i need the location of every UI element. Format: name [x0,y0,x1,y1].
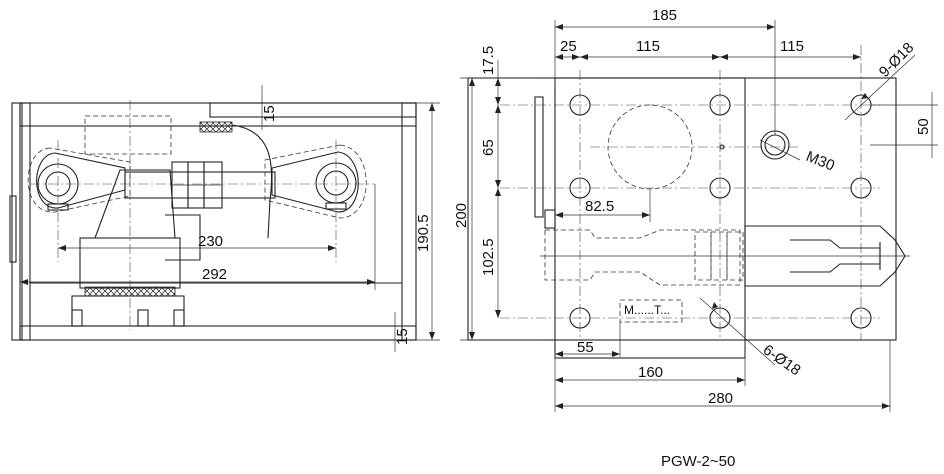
left-link-hidden [27,147,131,213]
hidden-rod-assembly [540,229,910,286]
mounting-holes [569,94,872,329]
right-side-wall [401,102,417,341]
dim-115-mid: 115 [636,38,660,55]
dim-15-bottom: 15 [394,328,411,345]
cable [231,124,273,239]
dim-55: 55 [577,339,594,356]
load-cell-base [71,295,185,327]
left-link [36,152,126,209]
left-side-wall [19,102,31,341]
left-side-tab [9,195,17,263]
dim-17-5: 17.5 [480,46,497,75]
dim-15-top: 15 [261,105,278,122]
dim-115-right: 115 [780,38,804,55]
label-9-holes: 9-Ø18 [876,39,918,81]
dim-200: 200 [453,203,470,228]
dim-280: 280 [708,390,733,407]
left-end-block [11,102,23,341]
model-caption: PGW-2~50 [661,453,735,470]
plan-link [744,225,906,287]
base-plate [467,77,897,341]
column [94,169,176,239]
right-link [271,151,359,213]
dim-25: 25 [560,38,577,55]
dim-82-5: 82.5 [585,198,614,215]
hidden-bracket [84,115,172,155]
bottom-plate [19,325,417,341]
plan-view: 185 25 115 115 17.5 65 102.5 200 50 82.5… [453,7,938,412]
dim-102-5: 102.5 [480,238,497,276]
tie-rod [124,171,276,199]
right-link-hidden [264,144,367,219]
dim-65: 65 [480,139,497,156]
dim-185: 185 [652,7,677,24]
dim-160: 160 [638,364,663,381]
label-6-holes: 6-Ø18 [760,341,804,379]
connector-box [619,299,683,323]
dim-230: 230 [198,233,223,250]
dim-50: 50 [915,118,932,135]
side-view: 230 292 190.5 15 15 [9,85,440,352]
dim-292: 292 [202,266,227,283]
dim-190-5: 190.5 [415,214,432,252]
cable-gland [199,121,233,133]
label-connector: M......T... [624,303,670,317]
top-plate-step [209,102,417,118]
label-m30: M30 [804,148,837,175]
